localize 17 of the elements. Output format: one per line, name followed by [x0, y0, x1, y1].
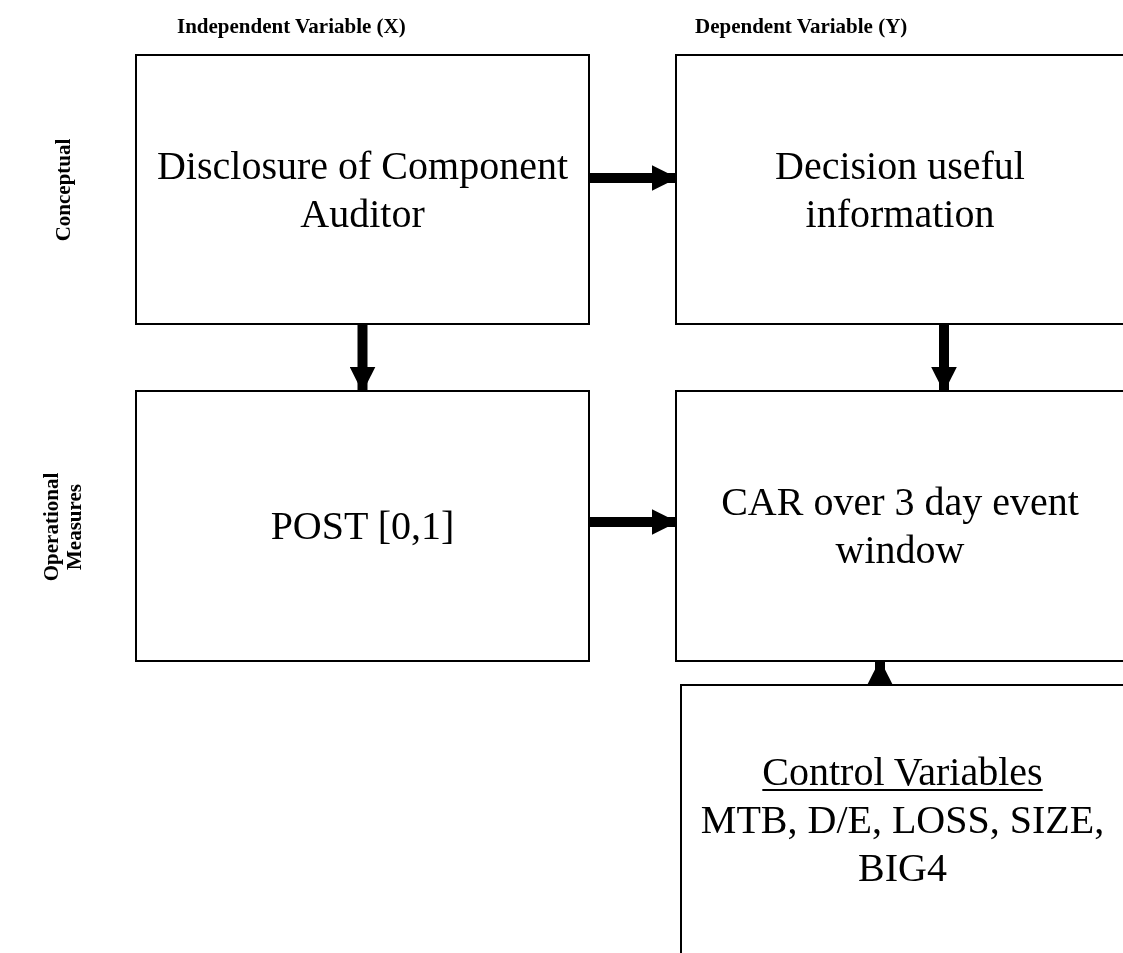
box-text: MTB, D/E, LOSS, SIZE, BIG4	[699, 795, 1106, 892]
column-heading: Independent Variable (X)	[177, 14, 406, 38]
process-box	[135, 390, 590, 662]
box-text: CAR over 3 day event window	[720, 478, 1080, 574]
box-heading: Control Variables	[762, 747, 1043, 796]
row-heading: Conceptual	[51, 137, 75, 244]
box-text: Decision useful information	[774, 141, 1026, 238]
process-box	[135, 54, 590, 325]
box-text: POST [0,1]	[270, 502, 455, 550]
row-heading: Operational Measures	[40, 471, 86, 584]
block-arrow	[349, 325, 376, 393]
block-arrow	[931, 325, 957, 393]
process-box	[675, 54, 1123, 325]
process-box	[675, 390, 1123, 662]
process-box	[680, 684, 1123, 953]
box-text: Disclosure of Component Auditor	[155, 141, 570, 238]
column-heading: Dependent Variable (Y)	[695, 14, 908, 38]
